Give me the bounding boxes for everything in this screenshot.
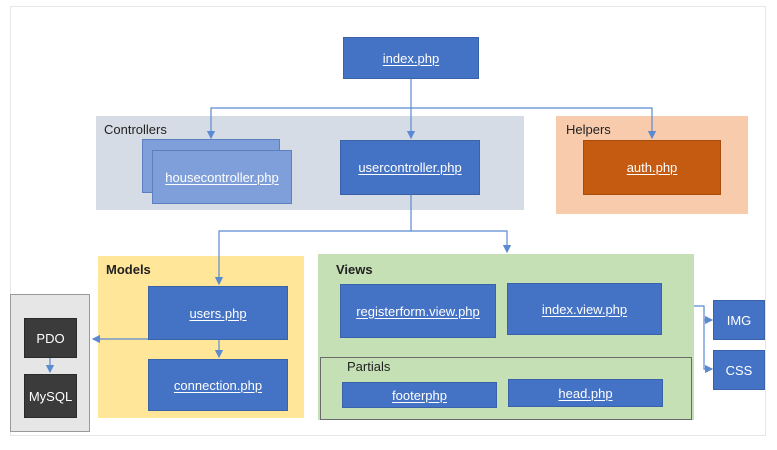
css-node: CSS [713, 350, 765, 390]
diagram-frame [10, 6, 766, 436]
connection-php-node: connection.php [148, 359, 288, 411]
controllers-group-label: Controllers [104, 122, 167, 137]
housecontroller-php-node: housecontroller.php [152, 150, 292, 204]
views-group-label: Views [336, 262, 373, 277]
helpers-group-label: Helpers [566, 122, 611, 137]
usercontroller-php-node: usercontroller.php [340, 140, 480, 195]
head-php-node: head.php [508, 379, 663, 407]
pdo-node: PDO [24, 318, 77, 358]
partials-group-label: Partials [347, 359, 391, 374]
users-php-node: users.php [148, 286, 288, 340]
mysql-node: MySQL [24, 374, 77, 418]
auth-php-node: auth.php [583, 140, 721, 195]
index-view-php-node: index.view.php [507, 283, 662, 335]
registerform-view-php-node: registerform.view.php [340, 284, 496, 338]
img-node: IMG [713, 300, 765, 340]
footer-php-node: footerphp [342, 382, 497, 408]
index-php-node: index.php [343, 37, 479, 79]
models-group-label: Models [106, 262, 151, 277]
partials-group: Partials [320, 357, 692, 420]
